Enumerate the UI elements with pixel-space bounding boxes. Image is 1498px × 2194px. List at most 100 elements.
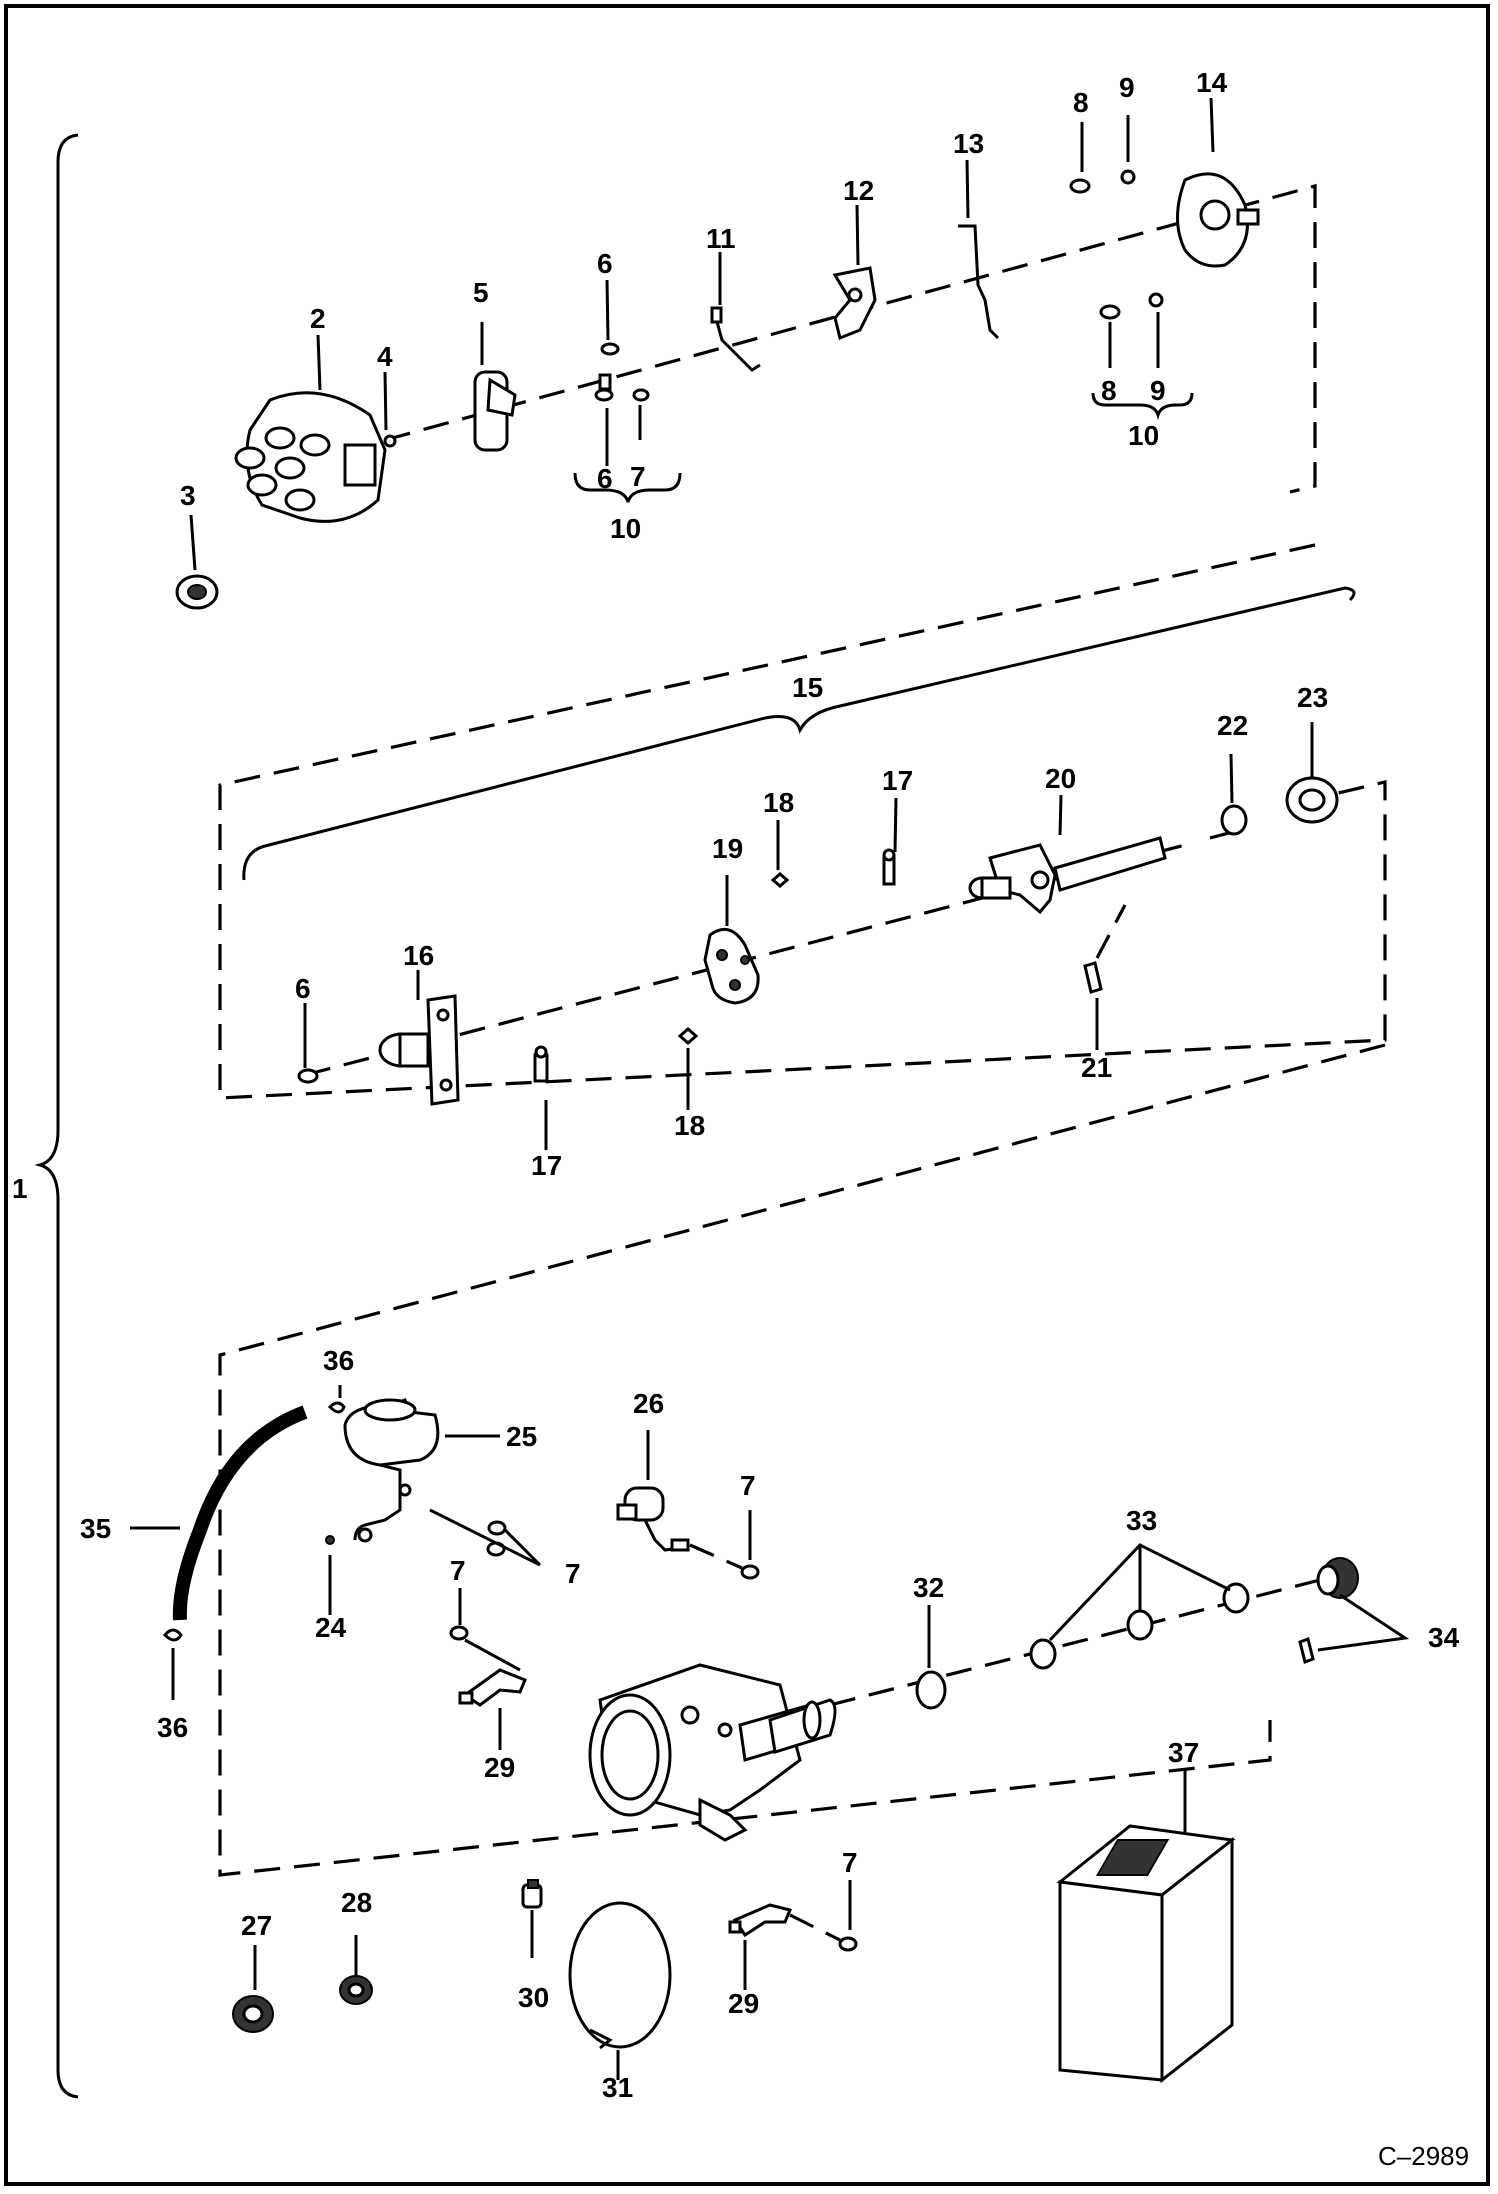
condenser-leader	[689, 1543, 743, 1570]
assembly-brace	[34, 133, 79, 2099]
callout-7b: 7	[740, 1470, 756, 1501]
washer-33-b-icon	[1126, 1609, 1154, 1641]
callout-13: 13	[953, 128, 984, 159]
callout-18b: 18	[674, 1110, 705, 1141]
callout-18a: 18	[763, 787, 794, 818]
leader-34	[1317, 1593, 1410, 1652]
washer-33-c-icon	[1222, 1582, 1250, 1614]
drawing-code: C–2989	[1378, 2141, 1469, 2171]
clamp-ring-icon	[568, 1901, 672, 2050]
seal-23-icon	[1285, 776, 1339, 824]
pin-21-icon	[1083, 961, 1103, 994]
callout-27: 27	[241, 1910, 272, 1941]
pin-21-leader	[1095, 904, 1127, 959]
nut-27-icon	[232, 1995, 274, 2033]
screw-7-lower-icon	[838, 1936, 858, 1952]
callout-9a: 9	[1119, 72, 1135, 103]
washer-28-icon	[339, 1975, 373, 2005]
callout-6b: 6	[597, 463, 613, 494]
top-group-axis	[384, 183, 1317, 494]
callout-7d: 7	[450, 1555, 466, 1586]
callout-17a: 17	[882, 765, 913, 796]
bracket-15	[242, 586, 1356, 881]
callout-29a: 29	[484, 1752, 515, 1783]
callout-31: 31	[602, 2072, 633, 2103]
callout-24: 24	[315, 1612, 347, 1643]
terminal-30-icon	[521, 1879, 543, 1909]
grommet-3-icon	[175, 574, 219, 610]
spring-clip-29-lower-icon	[728, 1903, 793, 1938]
callout-34: 34	[1428, 1622, 1460, 1653]
callout-19: 19	[712, 833, 743, 864]
vacuum-hose-icon	[172, 1405, 308, 1621]
callout-6a: 6	[597, 248, 613, 279]
callout-29b: 29	[728, 1988, 759, 2019]
callout-7c: 7	[565, 1558, 581, 1589]
callout-25: 25	[506, 1421, 537, 1452]
callout-21: 21	[1081, 1052, 1112, 1083]
callout-leaders	[130, 97, 1314, 2080]
hose-clamp-upper-icon	[327, 1401, 346, 1414]
spring-17-upper-icon	[882, 848, 896, 886]
bottom-group-outline	[218, 1043, 1386, 1877]
screw-washer-top-icon	[1069, 169, 1164, 320]
washer-22-icon	[1220, 804, 1248, 836]
breaker-plate-icon	[1176, 172, 1260, 268]
callout-16: 16	[403, 940, 434, 971]
callout-7a: 7	[630, 461, 646, 492]
callout-20: 20	[1045, 763, 1076, 794]
callout-10a: 10	[610, 513, 641, 544]
callout-2: 2	[310, 303, 326, 334]
callout-4: 4	[377, 341, 393, 372]
callout-8a: 8	[1073, 87, 1089, 118]
callout-15: 15	[792, 672, 823, 703]
callout-9b: 9	[1150, 375, 1166, 406]
cap-seal-icon	[383, 434, 397, 448]
callout-28: 28	[341, 1887, 372, 1918]
lead-wire-icon	[714, 317, 761, 372]
washer-33-a-icon	[1029, 1638, 1057, 1670]
drive-gear-icon	[1316, 1557, 1359, 1599]
callout-32: 32	[913, 1572, 944, 1603]
bushing-18-upper-icon	[770, 872, 790, 888]
rotor-icon	[473, 370, 517, 452]
screw-7-condenser-icon	[740, 1564, 760, 1580]
callout-11: 11	[706, 223, 736, 254]
governor-plate-icon	[703, 927, 760, 1005]
condenser-icon	[616, 1486, 690, 1552]
distributor-housing-icon	[588, 1663, 837, 1842]
ground-rod-icon	[958, 224, 1000, 340]
callout-12: 12	[843, 175, 874, 206]
screw-7-a-icon	[487, 1520, 507, 1536]
middle-group-outline	[218, 543, 1387, 1100]
shaft-icon	[968, 836, 1167, 915]
breaker-points-icon	[832, 266, 877, 341]
leader-7-group	[429, 1508, 542, 1567]
callout-1: 1	[12, 1173, 28, 1204]
screw-7-clip-icon	[449, 1625, 469, 1641]
callout-14: 14	[1196, 67, 1228, 98]
callout-30: 30	[518, 1982, 549, 2013]
o-ring-32-icon	[915, 1670, 947, 1710]
vacuum-advance-icon	[343, 1398, 440, 1543]
distributor-cap-icon	[234, 391, 387, 523]
leader-33	[1048, 1543, 1231, 1642]
callout-10b: 10	[1128, 420, 1159, 451]
lower-clip-leader	[789, 1913, 841, 1942]
page-frame	[4, 4, 1490, 2186]
spring-clip-29-upper-icon	[458, 1668, 527, 1707]
callout-36b: 36	[157, 1712, 188, 1743]
callout-3: 3	[180, 480, 196, 511]
callout-5: 5	[473, 277, 489, 308]
callout-33: 33	[1126, 1505, 1157, 1536]
bushing-18-lower-icon	[677, 1027, 699, 1045]
screw-6-mid-icon	[297, 1068, 319, 1084]
callout-6c: 6	[295, 973, 311, 1004]
advance-bracket-icon	[378, 994, 460, 1106]
clip-24-icon	[325, 1535, 335, 1545]
callout-22: 22	[1217, 710, 1248, 741]
callout-labels: 1 2 3 4 5 6 6 7 10 11 12 13 8 9 14 8 9 1…	[12, 67, 1469, 2171]
callout-7e: 7	[842, 1847, 858, 1878]
callout-23: 23	[1297, 682, 1328, 713]
